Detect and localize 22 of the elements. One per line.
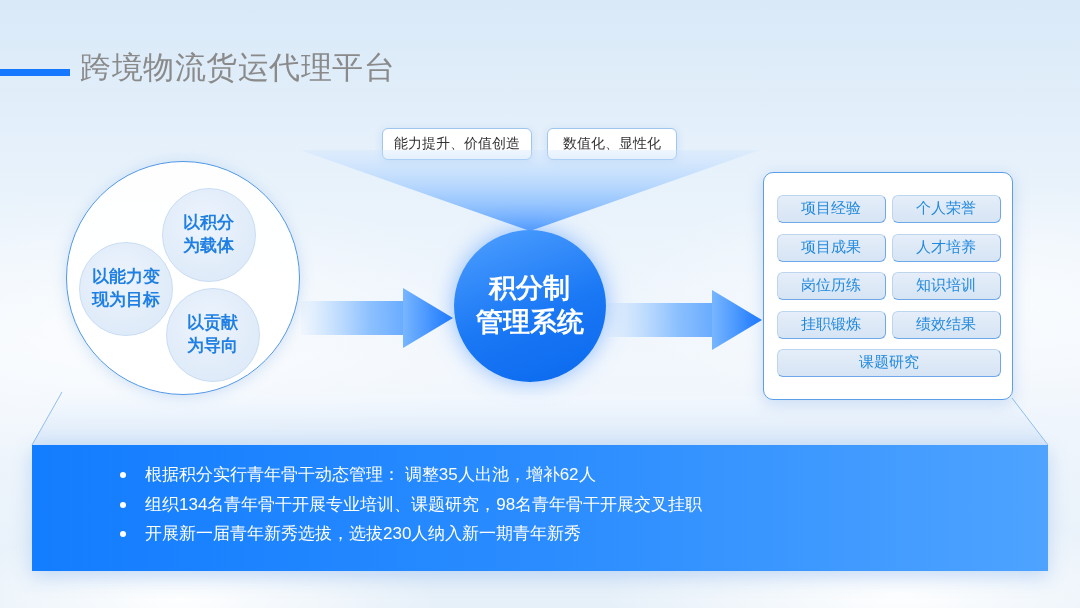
bullet-text: 开展新一届青年新秀选拔，选拔230人纳入新一期青年新秀 [145, 523, 582, 545]
bubble: 以能力变现为目标 [78, 241, 173, 336]
tag-box: 知识培训 [891, 271, 1001, 300]
page-title: 跨境物流货运代理平台 [80, 49, 395, 87]
tag-box: 个人荣誉 [891, 194, 1001, 223]
tag-box: 岗位历练 [776, 271, 886, 300]
arrow [301, 288, 453, 348]
tag-box: 绩效结果 [891, 310, 1001, 339]
bubble: 以积分为载体 [161, 187, 256, 282]
bubble: 以贡献为导向 [165, 287, 260, 382]
tag-box: 课题研究 [776, 348, 1001, 377]
bullet-text: 根据积分实行青年骨干动态管理： 调整35人出池，增补62人 [145, 464, 596, 486]
light-beam [300, 150, 760, 231]
tag-box: 项目成果 [776, 233, 886, 262]
arrow [607, 290, 762, 350]
bullet-text: 组织134名青年骨干开展专业培训、课题研究，98名青年骨干开展交叉挂职 [145, 494, 703, 516]
hub-label: 积分制管理系统 [475, 272, 585, 339]
tag-box: 项目经验 [776, 194, 886, 223]
panel [763, 172, 1013, 400]
tag-box: 挂职锻炼 [776, 310, 886, 339]
tag-box: 人才培养 [891, 233, 1001, 262]
hub-circle [454, 230, 606, 382]
